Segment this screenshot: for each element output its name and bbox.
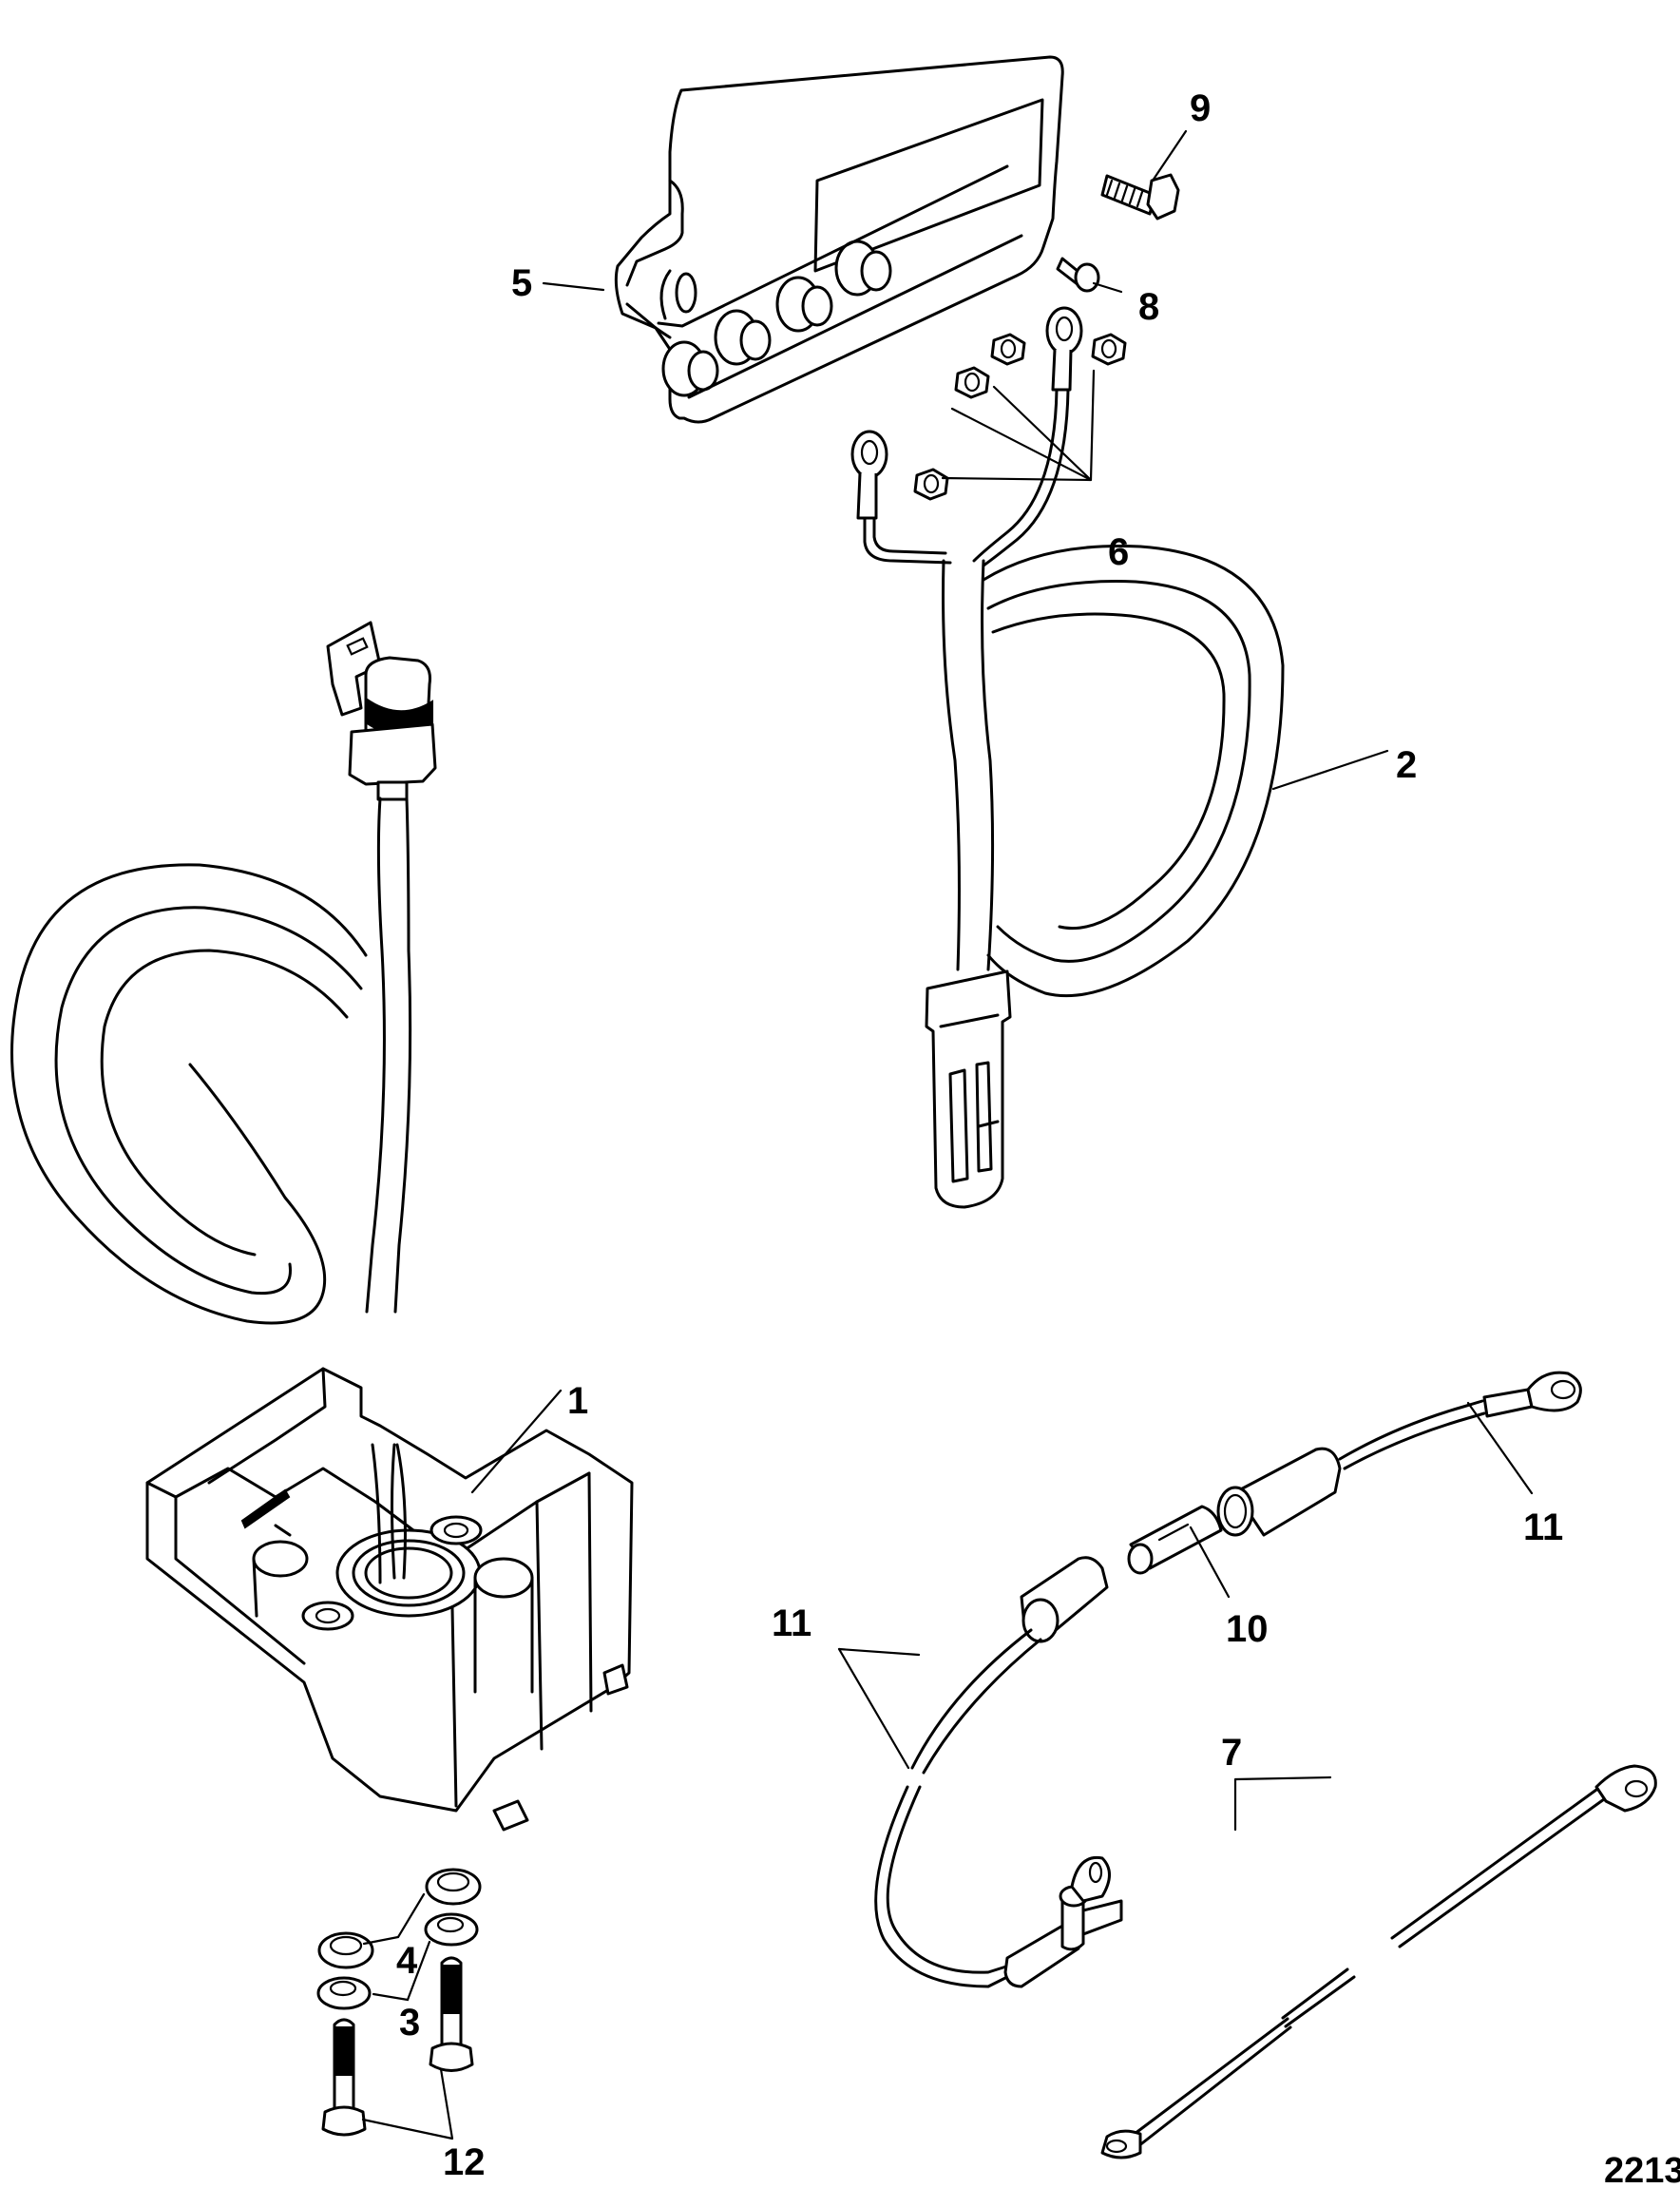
callout-4: 4	[396, 1940, 418, 1982]
bolt	[321, 2018, 367, 2137]
hex-nut	[954, 366, 990, 399]
hex-nut	[913, 468, 949, 501]
callout-8: 8	[1138, 286, 1159, 328]
callout-6: 6	[1108, 531, 1129, 573]
hex-nut	[1091, 333, 1127, 366]
callout-10: 10	[1226, 1608, 1269, 1650]
hex-nut	[990, 333, 1026, 366]
wiring-harness	[850, 306, 1285, 1209]
flat-washer	[425, 1868, 482, 1906]
leader-lines	[361, 129, 1534, 2140]
figure-number: 2213	[1604, 2151, 1680, 2188]
flat-washer	[317, 1931, 374, 1969]
ground-lead	[1100, 1764, 1657, 2159]
callout-2: 2	[1396, 744, 1417, 786]
callout-12: 12	[443, 2141, 486, 2183]
callout-3: 3	[399, 2002, 420, 2044]
module-terminal	[714, 309, 772, 366]
module-terminal	[775, 276, 833, 333]
callout-11-right: 11	[1523, 1507, 1563, 1548]
callout-5: 5	[511, 262, 532, 304]
hex-flange-bolt	[1100, 173, 1180, 221]
callout-9: 9	[1190, 87, 1211, 129]
lock-washer	[424, 1912, 479, 1947]
callout-labels: 5 9 8 6 2 1 4 3 12 10 11 11 7	[396, 87, 1563, 2183]
lock-washer	[316, 1976, 372, 2010]
fuse-holder-lead	[874, 1371, 1582, 1988]
callout-1: 1	[567, 1380, 588, 1422]
callout-7: 7	[1221, 1732, 1242, 1774]
callout-11-left: 11	[772, 1603, 811, 1644]
module-terminal	[661, 340, 719, 397]
mounting-base	[10, 621, 634, 1832]
bolt	[429, 1956, 474, 2072]
control-module	[614, 55, 1064, 424]
screw	[1056, 257, 1100, 293]
